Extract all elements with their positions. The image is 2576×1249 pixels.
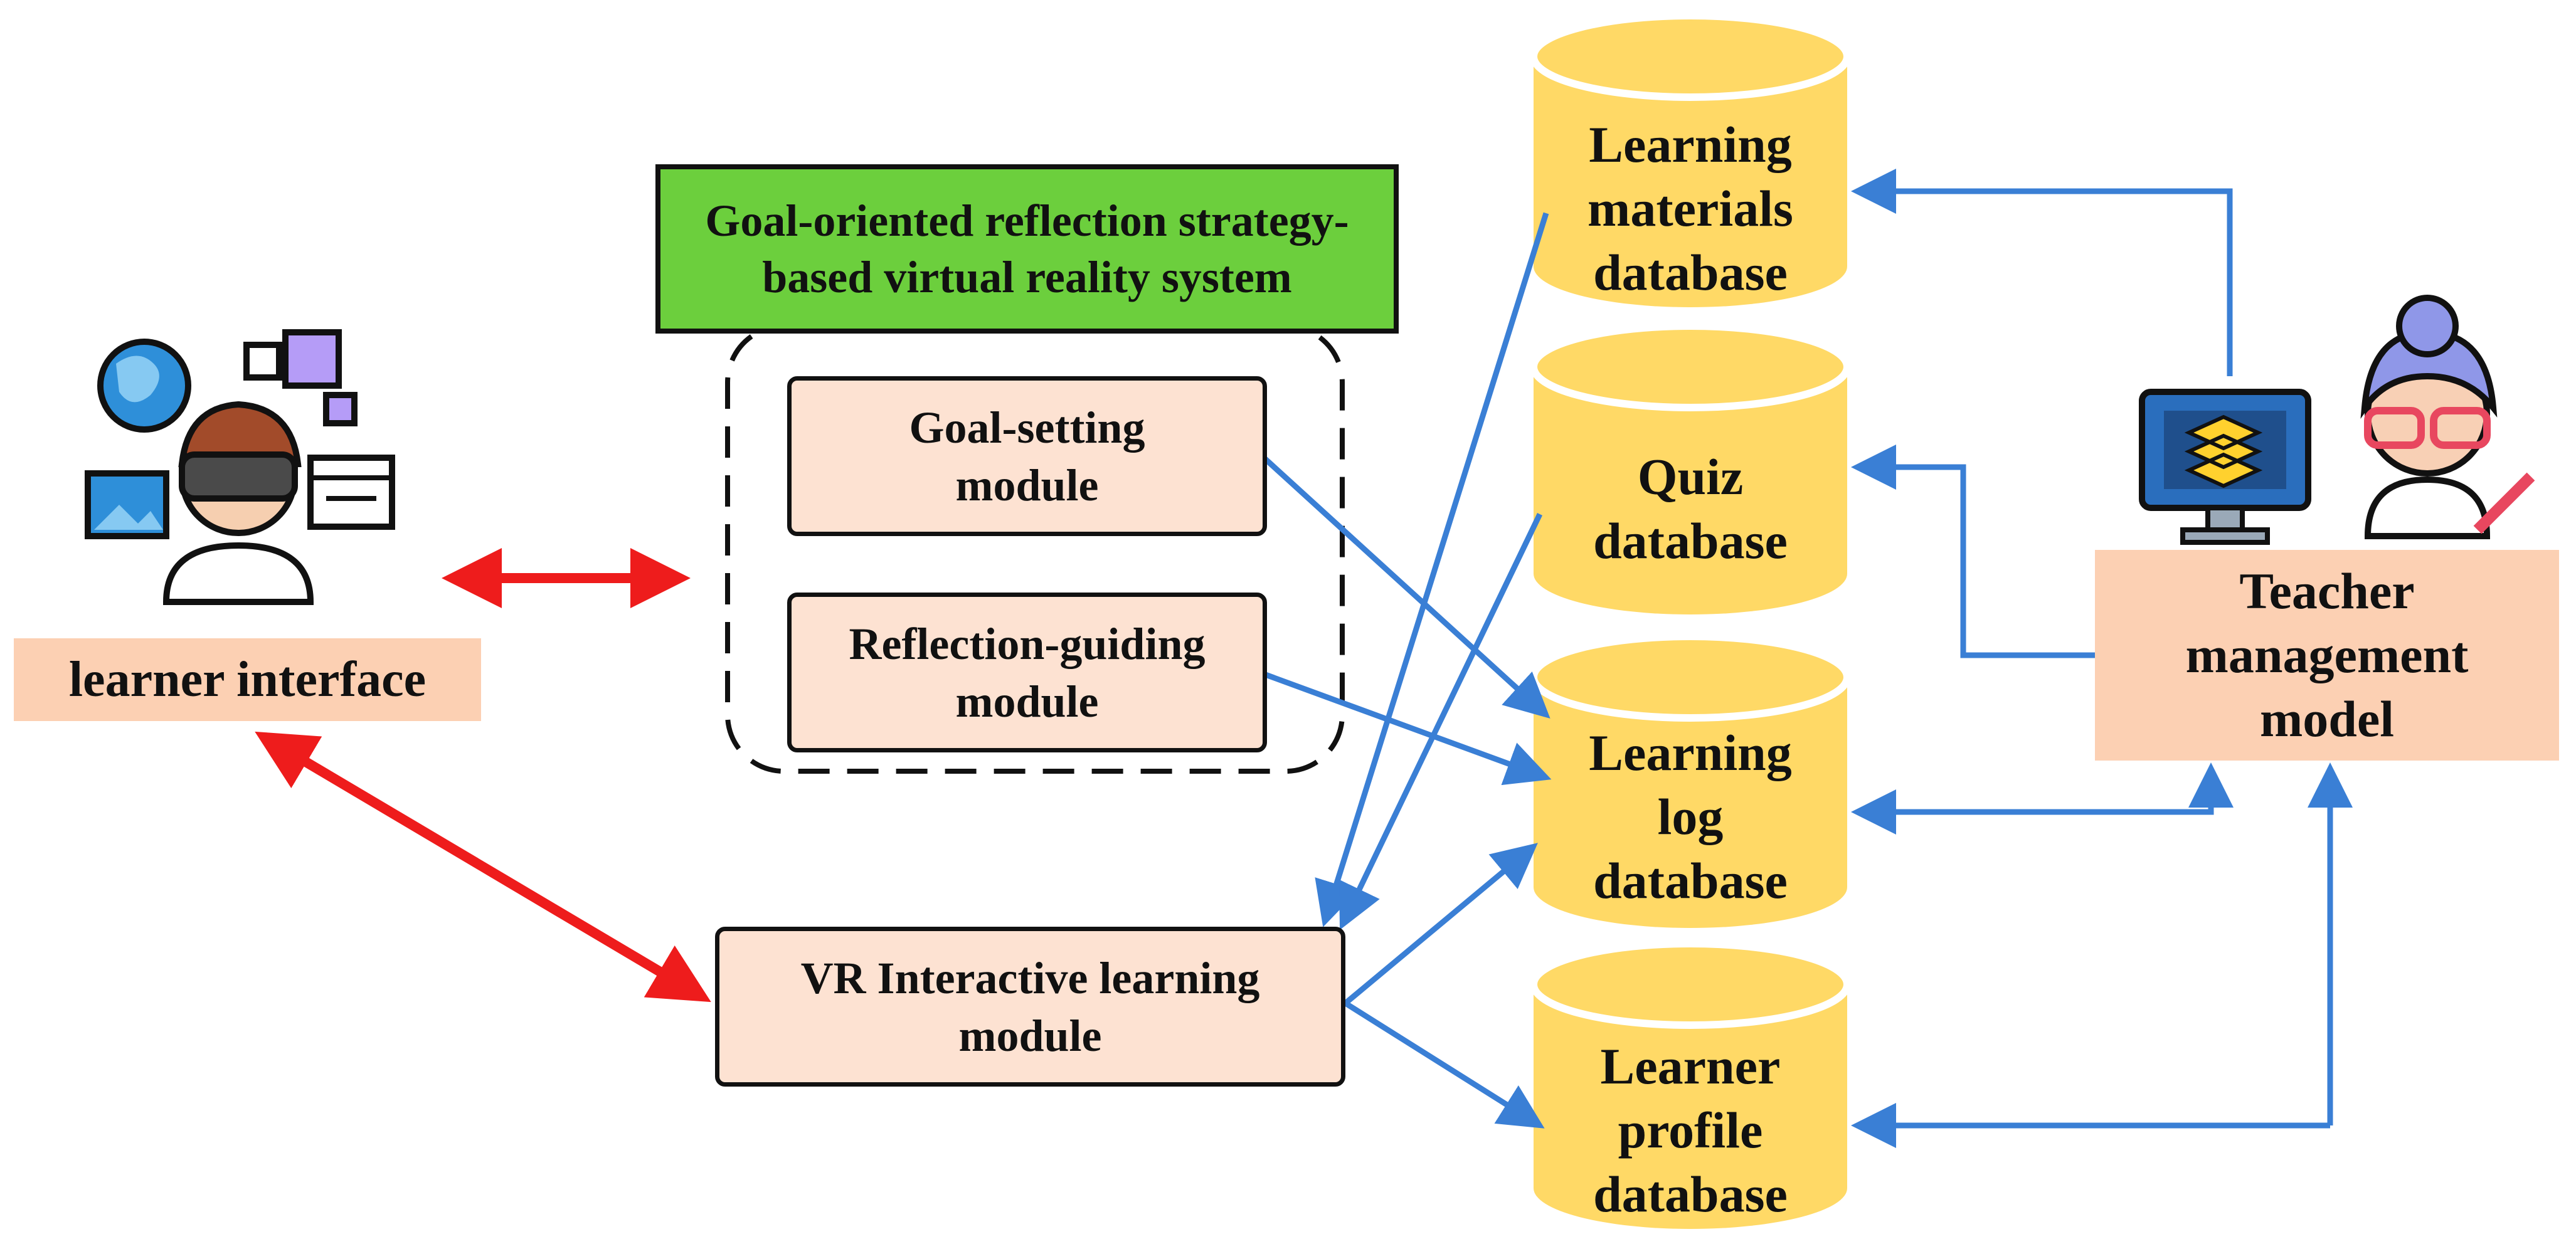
system-title: Goal-oriented reflection strategy- based… <box>655 164 1399 334</box>
learning-log-database-label: Learning log database <box>1589 724 1792 909</box>
arrow-teacher-to-materials <box>1851 169 2233 376</box>
arrow-log-to-teacher <box>2007 762 2234 815</box>
arrow-reflection-to-log <box>1263 671 1552 786</box>
teacher-with-monitor-icon <box>2139 295 2535 545</box>
arrow-vr-to-log <box>1344 843 1538 1006</box>
arrow-goal-to-log <box>1261 455 1550 719</box>
learning-materials-database-cylinder <box>1530 12 1851 307</box>
learner-profile-database-label: Learner profile database <box>1593 1038 1788 1223</box>
goal-setting-module: Goal-setting module <box>787 376 1267 536</box>
arrow-quiz-to-vr <box>1338 513 1543 930</box>
arrow-vr-to-profile <box>1344 1001 1545 1129</box>
arrow-learner-to-vr-module <box>255 731 711 1003</box>
reflection-guiding-module: Reflection-guiding module <box>787 593 1267 752</box>
learner-interface-label: learner interface <box>14 638 481 721</box>
teacher-management-model: Teacher management model <box>2095 550 2559 761</box>
arrow-teacher-to-quiz <box>1851 445 2098 658</box>
vr-headset-learner-icon <box>85 329 395 605</box>
vr-interactive-learning-module: VR Interactive learning module <box>715 927 1345 1087</box>
quiz-database-label: Quiz database <box>1593 448 1788 569</box>
quiz-database-cylinder <box>1530 322 1851 614</box>
arrow-materials-to-vr <box>1315 212 1549 927</box>
learning-materials-database-label: Learning materials database <box>1587 116 1793 301</box>
learner-profile-database-cylinder <box>1530 940 1851 1229</box>
